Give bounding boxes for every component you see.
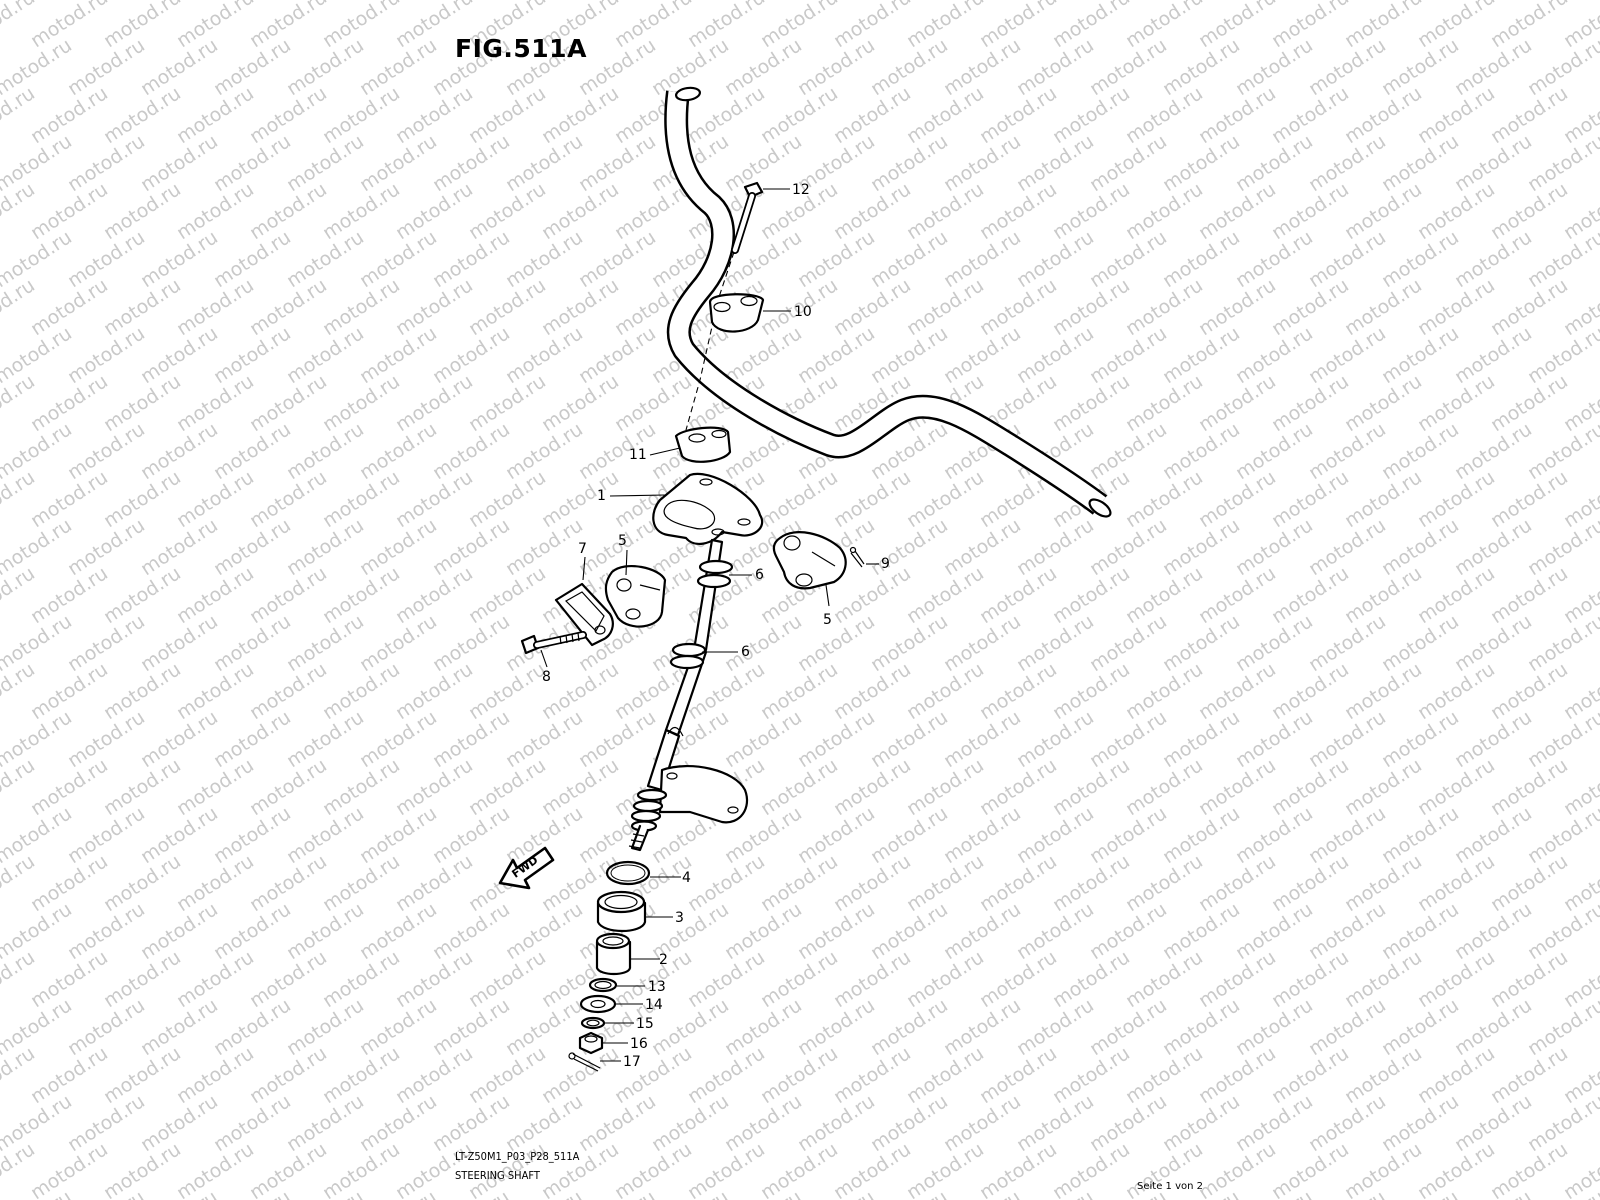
holder-bolt bbox=[520, 631, 587, 655]
lower-bush bbox=[669, 642, 707, 670]
callout-11: 11 bbox=[629, 447, 647, 463]
callout-13: 13 bbox=[648, 979, 666, 995]
callout-4: 4 bbox=[682, 870, 691, 886]
callout-3: 3 bbox=[675, 910, 684, 926]
lower-clamp bbox=[674, 426, 732, 463]
bushing bbox=[595, 932, 632, 976]
callout-12: 12 bbox=[792, 182, 810, 198]
cotter-pin-upper bbox=[849, 546, 865, 568]
washer-2 bbox=[579, 994, 617, 1014]
callout-6-upper: 6 bbox=[755, 567, 764, 583]
callout-16: 16 bbox=[630, 1036, 648, 1052]
clamp-bolt bbox=[731, 181, 764, 254]
callout-5-left: 5 bbox=[618, 533, 627, 549]
callout-17: 17 bbox=[623, 1054, 641, 1070]
o-ring bbox=[605, 860, 651, 886]
callout-6-lower: 6 bbox=[741, 644, 750, 660]
model-code: LT-Z50M1_P03_P28_511A bbox=[455, 1150, 580, 1163]
callout-7: 7 bbox=[578, 541, 587, 557]
washer bbox=[588, 977, 618, 993]
handlebar-holder bbox=[652, 472, 764, 546]
callout-5-right: 5 bbox=[823, 612, 832, 628]
callout-8: 8 bbox=[542, 669, 551, 685]
nut bbox=[578, 1031, 604, 1055]
callout-2: 2 bbox=[659, 952, 668, 968]
washer-3 bbox=[580, 1016, 606, 1030]
callout-14: 14 bbox=[645, 997, 663, 1013]
leader-lines bbox=[540, 188, 879, 1062]
callout-10: 10 bbox=[794, 304, 812, 320]
callout-1: 1 bbox=[597, 488, 606, 504]
lock-plate bbox=[554, 582, 614, 647]
upper-clamp bbox=[708, 293, 765, 333]
callout-15: 15 bbox=[636, 1016, 654, 1032]
callout-9: 9 bbox=[881, 556, 890, 572]
shaft-holder-left bbox=[604, 564, 667, 628]
fwd-direction-arrow: FWD bbox=[498, 846, 555, 890]
callout-labels: 12 10 11 1 5 7 6 9 5 6 8 4 3 2 13 14 15 … bbox=[542, 182, 890, 1070]
upper-bush bbox=[696, 559, 734, 589]
bearing-seal bbox=[596, 890, 647, 932]
shaft-holder-right bbox=[772, 531, 847, 590]
cotter-pin-lower bbox=[568, 1052, 601, 1072]
handlebar bbox=[664, 86, 1112, 518]
section-name: STEERING SHAFT bbox=[455, 1169, 540, 1182]
figure-title: FIG.511A bbox=[455, 34, 587, 63]
page-indicator: Seite 1 von 2 bbox=[1137, 1181, 1203, 1192]
